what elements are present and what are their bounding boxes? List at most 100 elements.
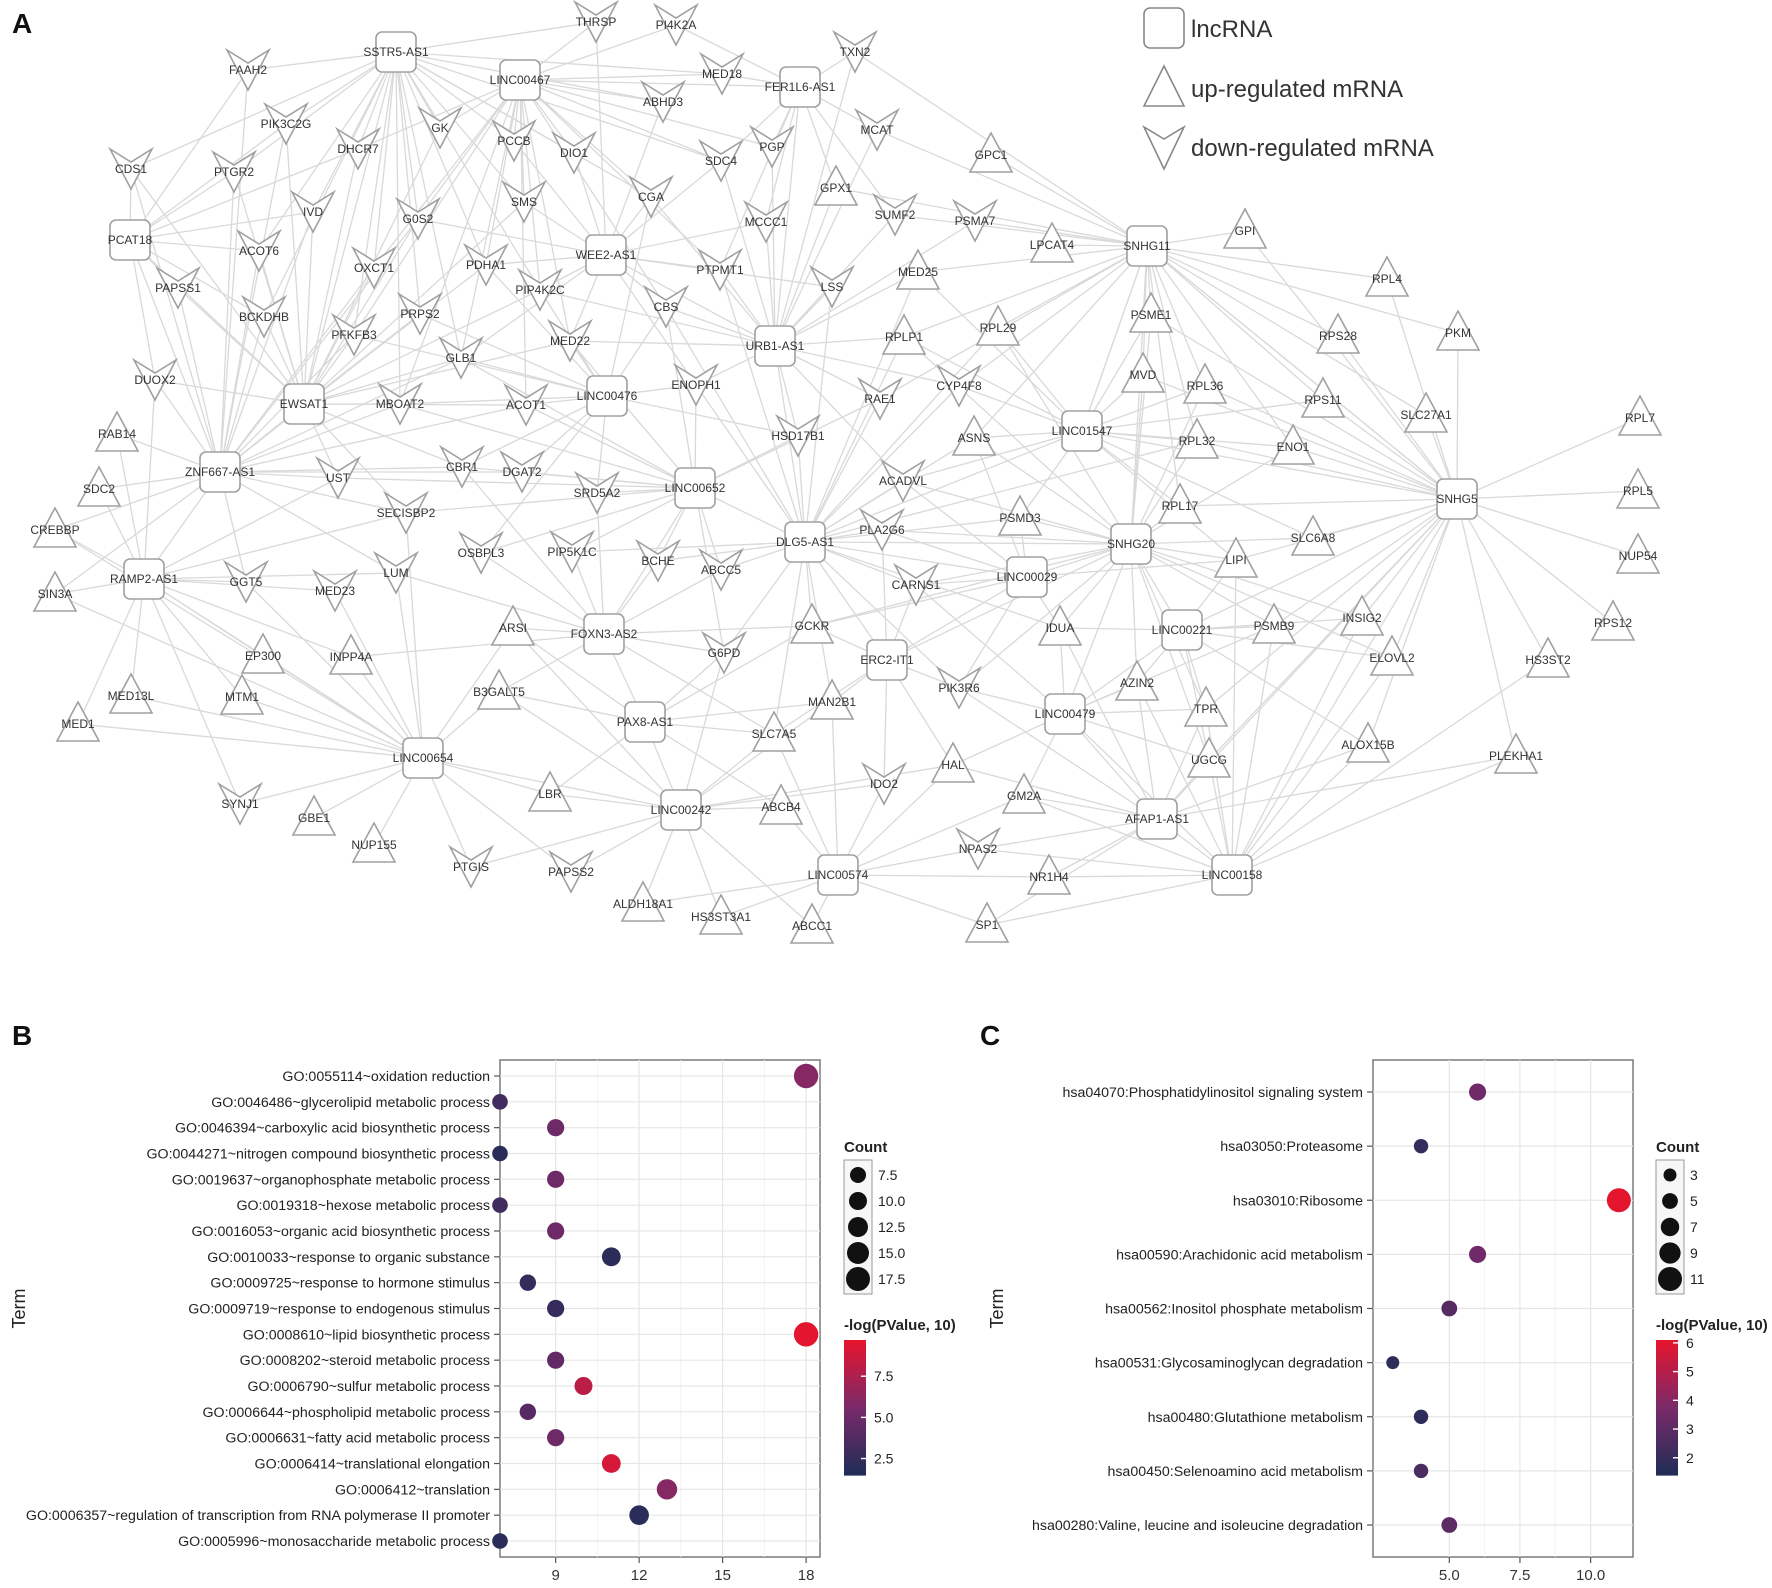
network-edge [1204, 385, 1458, 500]
legend-lncrna-symbol [1143, 7, 1185, 49]
network-node-label: SSTR5-AS1 [363, 45, 429, 59]
size-legend-label: 12.5 [878, 1219, 905, 1235]
network-edge [774, 129, 878, 347]
size-legend-label: 3 [1690, 1167, 1698, 1183]
network-edge [129, 239, 260, 252]
network-node: SP1 [964, 901, 1010, 943]
network-node-label: MCAT [860, 123, 894, 137]
size-legend-box [843, 1159, 873, 1295]
y-tick-label: GO:0019637~organophosphate metabolic pro… [172, 1172, 490, 1188]
downregulated-node-shape [696, 247, 744, 292]
network-edge [569, 340, 696, 489]
network-node-label: PIK3C2G [261, 117, 312, 131]
size-legend-title: Count [1656, 1139, 1699, 1156]
legend-down-symbol [1142, 124, 1186, 171]
network-node: EWSAT1 [280, 383, 329, 425]
downregulated-node-shape [642, 284, 690, 329]
downregulated-node-shape [698, 51, 746, 96]
downregulated-node-shape [131, 357, 179, 402]
color-legend-swatch [1656, 1404, 1678, 1409]
network-node: LBR [527, 770, 573, 812]
network-node-label: GK [431, 121, 448, 135]
network-node-label: IDUA [1046, 621, 1075, 635]
network-node-label: RPL7 [1625, 411, 1655, 425]
downregulated-node-shape [396, 291, 444, 336]
network-edge [773, 541, 806, 735]
downregulated-node-shape [394, 196, 442, 241]
color-legend-label: 5 [1686, 1364, 1694, 1380]
network-edge [54, 529, 424, 759]
network-edge [1273, 498, 1458, 627]
lncrna-node-shape [1436, 478, 1478, 520]
data-point [574, 1377, 593, 1395]
network-node: MED1 [55, 700, 101, 742]
downregulated-node-shape [697, 547, 745, 592]
color-legend-swatch [844, 1373, 866, 1378]
data-point [547, 1170, 565, 1188]
color-legend-label: 6 [1686, 1335, 1694, 1351]
lncrna-node-shape [1044, 693, 1086, 735]
color-legend-swatch [1656, 1454, 1678, 1459]
size-legend-circle [1658, 1267, 1682, 1291]
color-legend-swatch [1656, 1340, 1678, 1344]
network-node: PSMB9 [1251, 602, 1297, 644]
color-legend-swatch [1656, 1377, 1678, 1382]
network-edge [774, 345, 960, 387]
network-edge [143, 578, 352, 658]
network-edge [595, 21, 607, 256]
data-point [492, 1094, 508, 1110]
network-edge [422, 627, 514, 759]
size-legend-label: 11 [1690, 1271, 1705, 1287]
network-edge [657, 541, 806, 562]
y-tick-label: GO:0044271~nitrogen compound biosyntheti… [147, 1147, 490, 1163]
network-edge [405, 487, 696, 514]
network-node-label: LUM [383, 566, 408, 580]
downregulated-node-shape [437, 335, 485, 380]
upregulated-node-shape [1120, 351, 1166, 393]
network-edge [1208, 498, 1458, 761]
network-node: PTGR2 [210, 149, 258, 194]
network-edge [665, 306, 806, 543]
network-node-label: CYP4F8 [936, 379, 982, 393]
upregulated-node-shape [490, 604, 536, 646]
network-edge [1064, 713, 1210, 761]
downregulated-node-shape [107, 146, 155, 191]
network-edge [519, 79, 541, 291]
network-node-label: SECISBP2 [377, 506, 436, 520]
network-node: PCAT18 [108, 219, 153, 261]
upregulated-node-shape [291, 794, 337, 836]
color-legend-swatch [844, 1370, 866, 1375]
network-edge [837, 848, 979, 876]
network-node: GM2A [1001, 772, 1047, 814]
downregulated-node-shape [748, 124, 796, 169]
network-edge [1136, 682, 1233, 876]
network-node: MED22 [546, 318, 594, 363]
network-node-label: LINC00221 [1152, 623, 1213, 637]
network-edge [519, 24, 677, 81]
network-edge [1156, 744, 1369, 820]
network-node: GGT5 [222, 559, 270, 604]
network-edge [886, 543, 1132, 661]
network-node: RPL7 [1617, 394, 1663, 436]
network-node-label: EP300 [245, 649, 281, 663]
network-edge [143, 379, 156, 580]
data-point [1441, 1300, 1458, 1317]
downregulated-node-shape [634, 538, 682, 583]
lncrna-node-shape [499, 59, 541, 101]
color-legend-label: 2 [1686, 1450, 1694, 1466]
network-edge [143, 477, 339, 580]
size-legend-label: 15.0 [878, 1245, 905, 1261]
network-node-label: PAPSS2 [548, 865, 594, 879]
network-edge [1456, 498, 1549, 661]
network-edge [811, 576, 1028, 627]
network-node: PI4K2A [652, 2, 700, 47]
y-tick-label: hsa00590:Arachidonic acid metabolism [1116, 1247, 1363, 1263]
network-node-label: SLC7A5 [752, 727, 797, 741]
y-tick-label: hsa00562:Inositol phosphate metabolism [1105, 1302, 1363, 1318]
network-node: RPLP1 [881, 313, 927, 355]
y-tick-label: hsa00280:Valine, leucine and isoleucine … [1032, 1518, 1363, 1534]
network-node: PKM [1435, 309, 1481, 351]
upregulated-node-shape [1183, 685, 1229, 727]
network-edge [1456, 417, 1641, 500]
